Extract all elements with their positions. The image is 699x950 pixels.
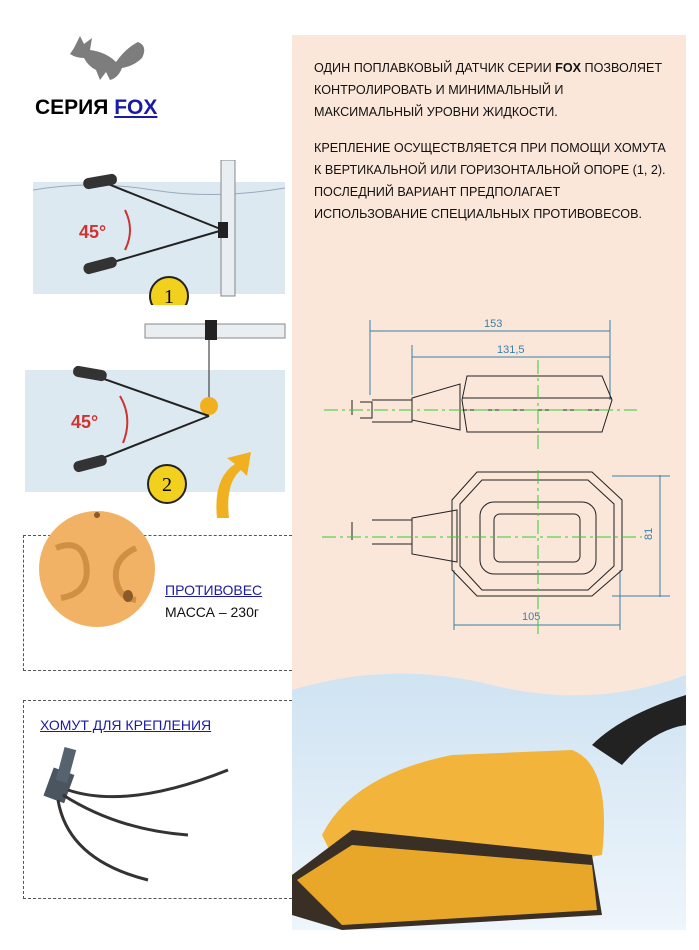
svg-text:81: 81 — [643, 528, 655, 540]
svg-text:45°: 45° — [71, 412, 98, 432]
dimension-drawing: 153 131,5 105 81 — [322, 318, 670, 635]
product-photo — [292, 673, 686, 930]
clamp-section — [23, 700, 292, 899]
fox-logo-icon — [70, 36, 145, 80]
counterweight-link[interactable]: ПРОТИВОВЕС — [165, 582, 263, 598]
horizontal-mount-diagram: 45° 2 — [25, 320, 286, 518]
svg-text:105: 105 — [522, 611, 540, 623]
page-title: СЕРИЯ FOX — [35, 96, 158, 119]
svg-text:1: 1 — [164, 286, 174, 305]
svg-text:153: 153 — [484, 318, 502, 330]
svg-text:131,5: 131,5 — [497, 344, 525, 356]
fox-series-link[interactable]: FOX — [114, 96, 158, 119]
svg-text:2: 2 — [162, 474, 172, 496]
svg-text:45°: 45° — [79, 222, 106, 242]
description-panel: ОДИН ПОПЛАВКОВЫЙ ДАТЧИК СЕРИИ FOX ПОЗВОЛ… — [292, 35, 686, 930]
description-paragraph-1: ОДИН ПОПЛАВКОВЫЙ ДАТЧИК СЕРИИ FOX ПОЗВОЛ… — [314, 61, 663, 119]
clamp-link[interactable]: ХОМУТ ДЛЯ КРЕПЛЕНИЯ — [40, 717, 212, 733]
clamp-image — [43, 747, 229, 882]
counterweight-section — [23, 535, 292, 671]
counterweight-mass: МАССА – 230г — [165, 604, 259, 620]
vertical-mount-diagram: 45° 1 — [33, 160, 286, 305]
counterweight-image — [39, 511, 155, 627]
description-paragraph-2: КРЕПЛЕНИЕ ОСУЩЕСТВЛЯЕТСЯ ПРИ ПОМОЩИ ХОМУ… — [314, 141, 666, 221]
